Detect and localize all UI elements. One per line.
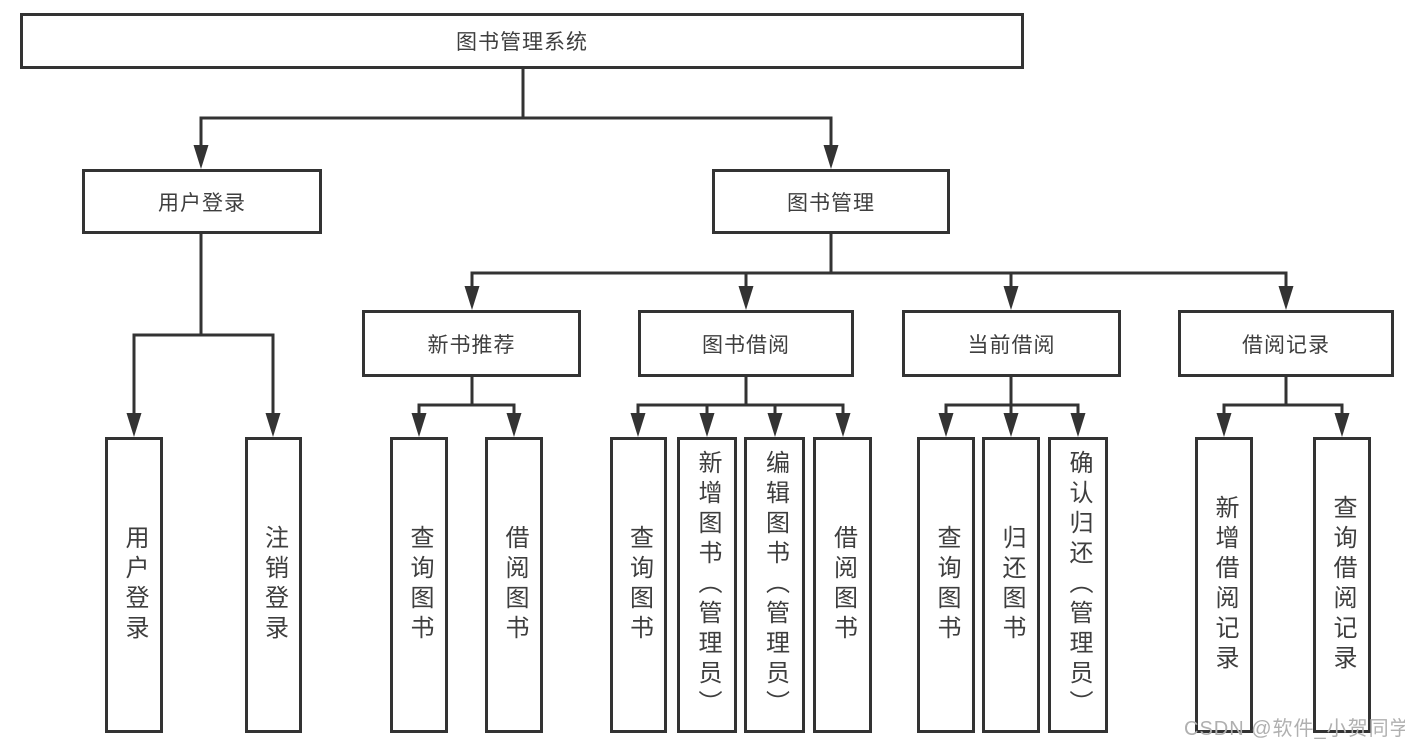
leaf-add-borrow-record: 新增借阅记录 — [1195, 437, 1253, 733]
node-user-login: 用户登录 — [82, 169, 322, 234]
leaf-query-books-borrow: 查询图书 — [610, 437, 667, 733]
node-book-management: 图书管理 — [712, 169, 950, 234]
leaf-query-books-current: 查询图书 — [917, 437, 975, 733]
connectors-book-borrow — [630, 377, 851, 437]
leaf-borrow-books-recommend: 借阅图书 — [485, 437, 543, 733]
node-current-borrow: 当前借阅 — [902, 310, 1121, 377]
connectors-book-management — [464, 234, 1294, 310]
leaf-user-login: 用户登录 — [105, 437, 163, 733]
connectors-borrow-records — [1216, 377, 1350, 437]
watermark-text: CSDN @软件_小贺同学 — [1184, 718, 1405, 740]
node-borrow-records: 借阅记录 — [1178, 310, 1394, 377]
leaf-query-books-recommend: 查询图书 — [390, 437, 448, 733]
leaf-return-books: 归还图书 — [982, 437, 1040, 733]
leaf-query-borrow-record: 查询借阅记录 — [1313, 437, 1371, 733]
leaf-borrow-books: 借阅图书 — [813, 437, 872, 733]
leaf-logout: 注销登录 — [245, 437, 302, 733]
leaf-edit-books-admin: 编辑图书（管理员） — [744, 437, 805, 733]
leaf-add-books-admin: 新增图书（管理员） — [677, 437, 737, 733]
leaf-confirm-return-admin: 确认归还（管理员） — [1048, 437, 1108, 733]
connectors-current-borrow — [938, 377, 1086, 437]
node-new-book-recommend: 新书推荐 — [362, 310, 581, 377]
connectors-root — [193, 69, 839, 169]
connectors-user-login — [126, 234, 281, 437]
connectors-new-book-recommend — [411, 377, 522, 437]
node-root: 图书管理系统 — [20, 13, 1024, 69]
node-book-borrow: 图书借阅 — [638, 310, 854, 377]
